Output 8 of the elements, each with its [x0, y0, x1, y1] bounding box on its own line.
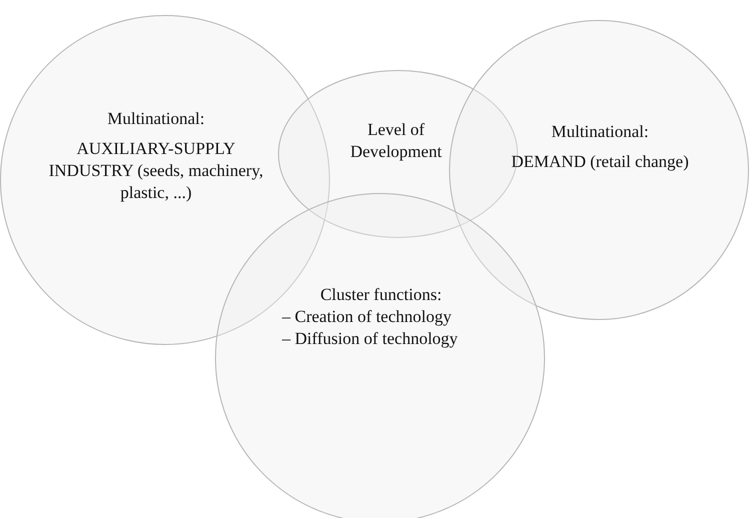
circle-heading: Level of Development: [349, 119, 443, 164]
circle-heading: Multinational:: [106, 108, 206, 130]
circle-text: – Diffusion of technology: [282, 328, 458, 350]
circle-text: AUXILIARY-SUPPLY INDUSTRY (seeds, machinery, plastic, ...): [48, 138, 264, 204]
circle-text: – Creation of technology: [282, 306, 452, 328]
circle-text: DEMAND (retail change): [510, 151, 690, 174]
circle-heading: Multinational:: [550, 121, 650, 143]
circle-heading: Cluster functions:: [319, 284, 443, 306]
